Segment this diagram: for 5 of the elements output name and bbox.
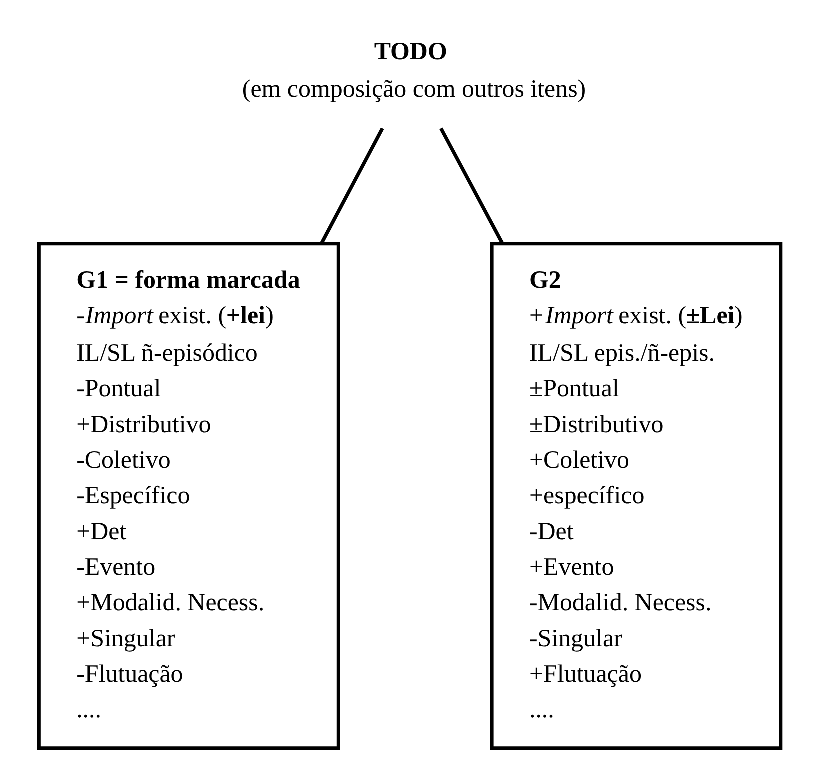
- node-text: TODO (em composição com outros itens): [242, 38, 586, 104]
- node-box: G1 = forma marcada -Import exist. (+lei) IL/SL ñ-episódico -Pontual +Distributivo -Coletivo -Específico +Det -Evento +Modalid. Necess. +Singular -Flutuação ....: [36, 242, 340, 750]
- connector: [439, 128, 504, 244]
- connector: [320, 128, 384, 244]
- node-box: G2 +Import exist. (±Lei) IL/SL epis./ñ-epis. ±Pontual ±Distributivo +Coletivo +específico -Det +Evento -Modalid. Necess. -Singular +Flutuação ....: [490, 242, 782, 750]
